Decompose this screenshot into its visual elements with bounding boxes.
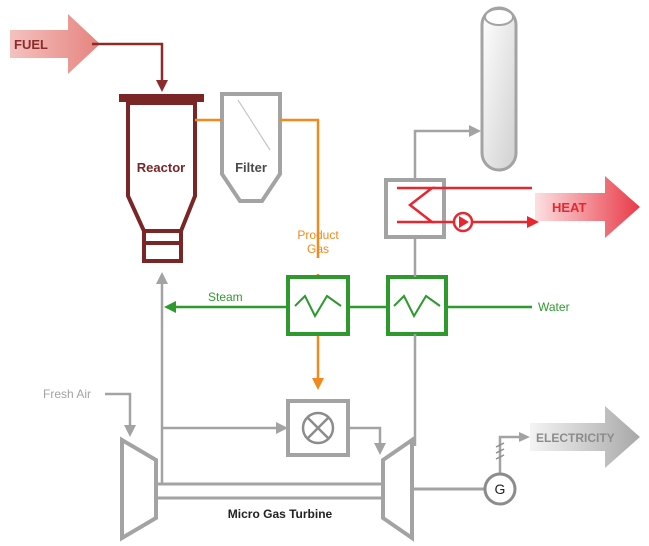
reactor-label: Reactor bbox=[137, 160, 185, 175]
generator-icon: G bbox=[483, 472, 517, 506]
steam-label: Steam bbox=[208, 290, 243, 304]
electricity-arrow-icon bbox=[530, 406, 640, 468]
reactor-lid bbox=[119, 94, 204, 102]
water-label: Water bbox=[538, 300, 570, 314]
fuel-line bbox=[92, 42, 164, 82]
heat-out-arrowhead bbox=[527, 216, 539, 228]
product-gas-arrowhead bbox=[312, 378, 324, 390]
heat-label: HEAT bbox=[552, 200, 586, 215]
turbine bbox=[381, 436, 414, 542]
combustor-cross-icon bbox=[286, 399, 350, 457]
stack-inlet-arrowhead bbox=[469, 125, 481, 137]
electricity-label: ELECTRICITY bbox=[536, 431, 615, 445]
filter-hatch bbox=[237, 99, 271, 151]
steam-arrowhead bbox=[164, 301, 176, 313]
combustor-inlet-arrowhead bbox=[276, 422, 288, 434]
fresh-air-label: Fresh Air bbox=[43, 387, 91, 401]
pump-icon bbox=[452, 211, 474, 233]
fuel-arrow-icon bbox=[10, 14, 100, 74]
fresh-air-arrowhead bbox=[124, 425, 136, 437]
filter bbox=[220, 92, 282, 203]
electricity-spark bbox=[495, 442, 505, 460]
heat-circuit bbox=[432, 186, 532, 224]
generator-label: G bbox=[495, 481, 506, 497]
heat-exchanger-1 bbox=[286, 275, 350, 336]
air-to-reactor-arrowhead bbox=[156, 272, 168, 284]
heat-exchanger-2 bbox=[386, 275, 448, 336]
electricity-lead-arrowhead bbox=[519, 432, 530, 442]
filter-label: Filter bbox=[235, 160, 267, 175]
fuel-line-arrowhead bbox=[156, 80, 168, 92]
compressor bbox=[120, 436, 158, 542]
reactor bbox=[126, 101, 197, 263]
chimney-stack bbox=[480, 6, 518, 172]
heat-recovery-unit bbox=[384, 178, 446, 239]
fuel-label: FUEL bbox=[14, 37, 48, 52]
product-gas-label-line2: Gas bbox=[307, 242, 329, 256]
heat-arrow-icon bbox=[535, 176, 640, 238]
gray-lines bbox=[105, 129, 522, 485]
turbine-shaft bbox=[150, 482, 484, 500]
product-gas-label-line1: Product bbox=[297, 228, 339, 242]
turbine-label: Micro Gas Turbine bbox=[228, 507, 333, 521]
turbine-inlet-arrowhead bbox=[374, 443, 386, 455]
